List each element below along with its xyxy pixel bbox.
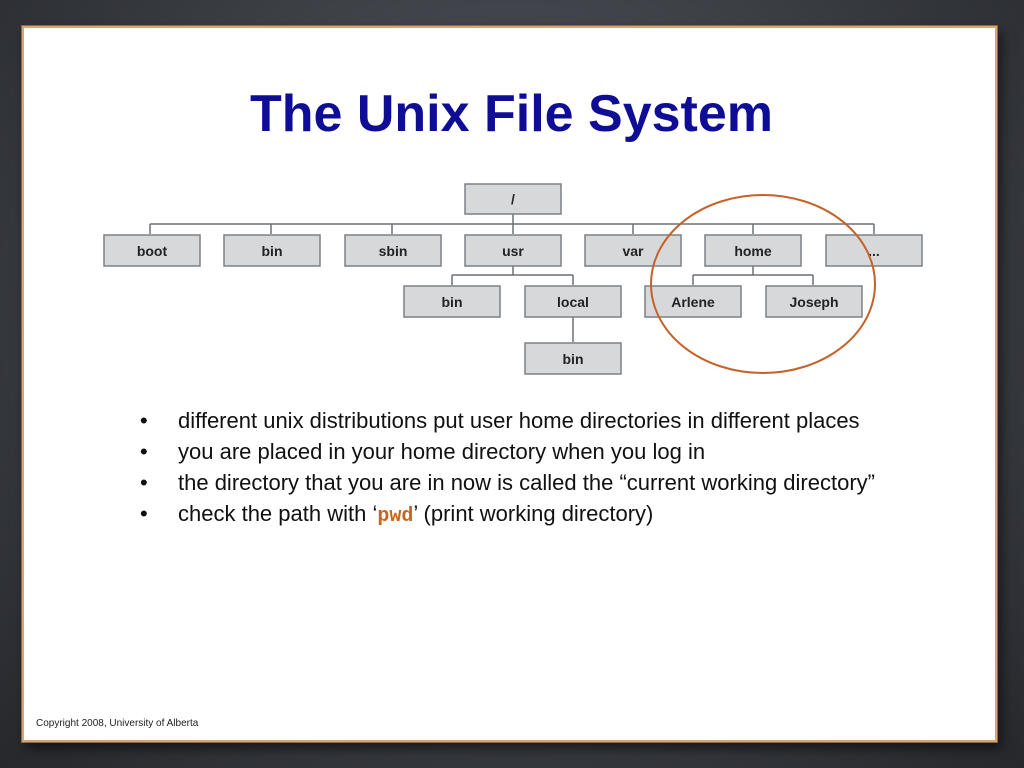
pwd-command: pwd bbox=[377, 505, 414, 528]
home-highlight-circle bbox=[650, 194, 876, 374]
tree-node-label: bin bbox=[442, 294, 463, 310]
tree-node-label: Arlene bbox=[671, 294, 715, 310]
tree-node-label: Joseph bbox=[789, 294, 838, 310]
tree-node-home: home bbox=[704, 234, 802, 267]
tree-node-more: ... bbox=[825, 234, 923, 267]
tree-node-label: home bbox=[734, 243, 772, 259]
bullet-text-before: check the path with ‘ bbox=[178, 501, 378, 526]
slide-title: The Unix File System bbox=[249, 85, 774, 143]
tree-node-label: var bbox=[622, 243, 644, 259]
tree-node-usr-bin: bin bbox=[403, 285, 501, 318]
bullet-text: you are placed in your home directory wh… bbox=[178, 439, 706, 464]
copyright-notice: Copyright 2008, University of Alberta bbox=[36, 718, 199, 729]
tree-node-local-bin: bin bbox=[524, 342, 622, 375]
bullet-text-after: ’ (print working directory) bbox=[413, 501, 654, 526]
bullet-text: different unix distributions put user ho… bbox=[178, 408, 860, 433]
tree-node-root: / bbox=[464, 183, 562, 215]
bullet-item: check the path with ‘pwd’ (print working… bbox=[140, 501, 880, 529]
bullet-text: the directory that you are in now is cal… bbox=[178, 470, 875, 495]
tree-node-sbin: sbin bbox=[344, 234, 442, 267]
bullet-item: the directory that you are in now is cal… bbox=[140, 470, 880, 495]
tree-node-usr-local: local bbox=[524, 285, 622, 318]
tree-node-label: usr bbox=[502, 243, 524, 259]
tree-node-label: local bbox=[557, 294, 589, 310]
tree-node-bin: bin bbox=[223, 234, 321, 267]
tree-node-label: boot bbox=[137, 243, 168, 259]
bullet-list: different unix distributions put user ho… bbox=[140, 408, 880, 535]
bullet-item: you are placed in your home directory wh… bbox=[140, 439, 880, 464]
tree-node-joseph: Joseph bbox=[765, 285, 863, 318]
tree-node-label: ... bbox=[868, 243, 880, 259]
tree-node-label: sbin bbox=[379, 243, 408, 259]
tree-node-arlene: Arlene bbox=[644, 285, 742, 318]
tree-node-label: / bbox=[511, 191, 515, 207]
tree-edges bbox=[149, 214, 875, 342]
bullet-item: different unix distributions put user ho… bbox=[140, 408, 880, 433]
tree-node-label: bin bbox=[262, 243, 283, 259]
tree-node-usr: usr bbox=[464, 234, 562, 267]
slide: The Unix File System / bbox=[22, 26, 997, 742]
file-system-tree-diagram: / boot bin sbin usr var home ... bbox=[103, 183, 923, 375]
tree-node-label: bin bbox=[563, 351, 584, 367]
tree-node-boot: boot bbox=[103, 234, 201, 267]
